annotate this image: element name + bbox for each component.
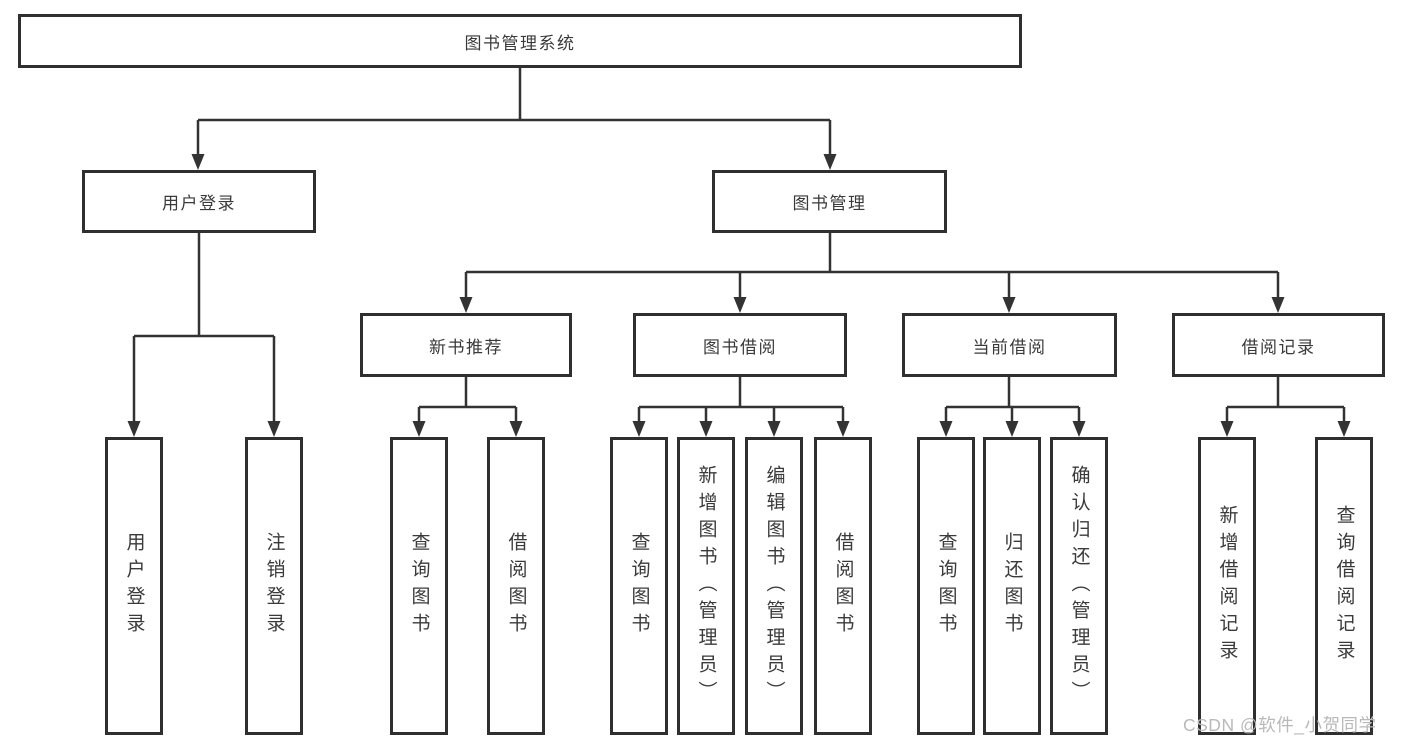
leaf-br-add-record: 新增借阅记录 — [1198, 437, 1256, 735]
leaf-bb-add-book-admin: 新增图书（管理员） — [677, 437, 735, 735]
arrow-down-icon — [1220, 421, 1234, 437]
arrow-down-icon — [412, 421, 426, 437]
leaf-cb-confirm-return-admin: 确认归还（管理员） — [1050, 437, 1108, 735]
arrow-down-icon — [767, 421, 781, 437]
node-borrowing-records: 借阅记录 — [1172, 313, 1385, 377]
arrow-down-icon — [939, 421, 953, 437]
arrow-down-icon — [509, 421, 523, 437]
arrow-down-icon — [733, 297, 747, 313]
arrow-down-icon — [1005, 421, 1019, 437]
leaf-rec-query-book: 查询图书 — [390, 437, 448, 735]
leaf-rec-borrow-book: 借阅图书 — [487, 437, 545, 735]
node-book-borrowing: 图书借阅 — [633, 313, 847, 377]
node-current-borrowing: 当前借阅 — [902, 313, 1117, 377]
leaf-user-login: 用户登录 — [105, 437, 163, 735]
arrow-down-icon — [632, 421, 646, 437]
arrow-down-icon — [191, 154, 205, 170]
node-user-login: 用户登录 — [82, 170, 316, 233]
arrow-down-icon — [699, 421, 713, 437]
arrow-down-icon — [1271, 297, 1285, 313]
leaf-bb-query-book: 查询图书 — [610, 437, 668, 735]
arrow-down-icon — [1337, 421, 1351, 437]
leaf-cb-return-book: 归还图书 — [983, 437, 1041, 735]
node-new-book-recommend: 新书推荐 — [360, 313, 572, 377]
leaf-bb-edit-book-admin: 编辑图书（管理员） — [745, 437, 803, 735]
leaf-bb-borrow-book: 借阅图书 — [814, 437, 872, 735]
arrow-down-icon — [459, 297, 473, 313]
arrow-down-icon — [1072, 421, 1086, 437]
csdn-watermark: CSDN @软件_小贺同学 — [1183, 715, 1377, 735]
leaf-cb-query-book: 查询图书 — [917, 437, 975, 735]
leaf-logout-login: 注销登录 — [245, 437, 303, 735]
arrow-down-icon — [267, 421, 281, 437]
arrow-down-icon — [823, 154, 837, 170]
node-book-management: 图书管理 — [712, 170, 947, 233]
node-root-system: 图书管理系统 — [18, 14, 1022, 68]
arrow-down-icon — [836, 421, 850, 437]
arrow-down-icon — [1002, 297, 1016, 313]
arrow-down-icon — [127, 421, 141, 437]
leaf-br-query-record: 查询借阅记录 — [1315, 437, 1373, 735]
